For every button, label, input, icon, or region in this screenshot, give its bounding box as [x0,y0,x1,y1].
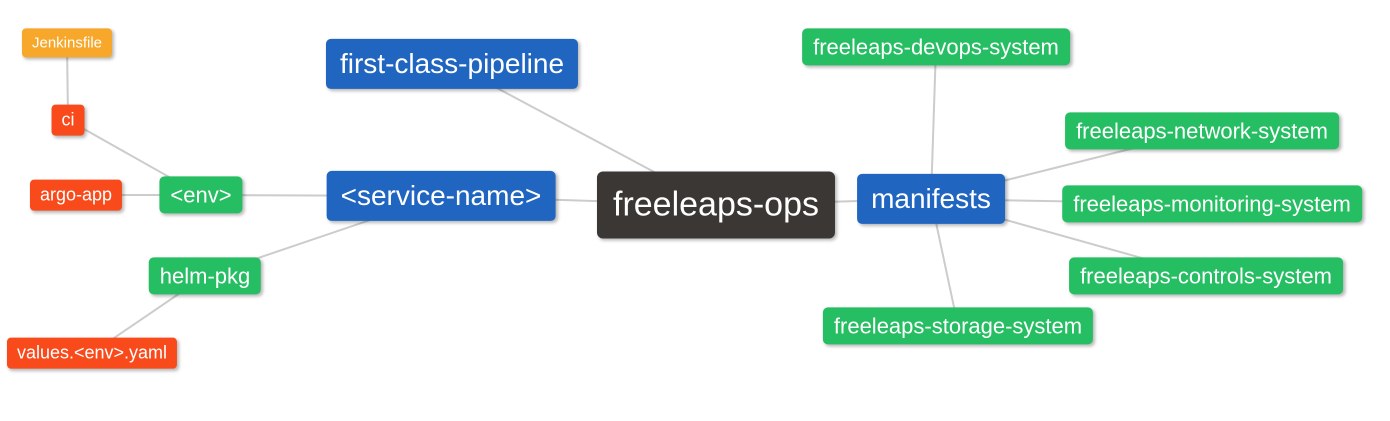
node-values-env-yaml[interactable]: values.<env>.yaml [6,337,178,369]
node-devops-system[interactable]: freeleaps-devops-system [802,28,1070,66]
node-ci[interactable]: ci [51,104,85,136]
node-network-system[interactable]: freeleaps-network-system [1065,112,1339,150]
edge-manifests-devops-system [930,46,937,200]
node-manifests[interactable]: manifests [857,173,1005,225]
node-monitoring-system[interactable]: freeleaps-monitoring-system [1062,185,1362,223]
node-first-class-pipeline[interactable]: first-class-pipeline [325,38,579,90]
node-helm-pkg[interactable]: helm-pkg [148,257,262,295]
node-argo-app[interactable]: argo-app [29,179,123,211]
node-service-name[interactable]: <service-name> [326,170,556,222]
node-env[interactable]: <env> [159,176,243,214]
node-storage-system[interactable]: freeleaps-storage-system [822,307,1094,345]
node-freeleaps-ops[interactable]: freeleaps-ops [596,171,836,239]
node-jenkinsfile[interactable]: Jenkinsfile [21,28,113,58]
node-controls-system[interactable]: freeleaps-controls-system [1069,257,1343,295]
